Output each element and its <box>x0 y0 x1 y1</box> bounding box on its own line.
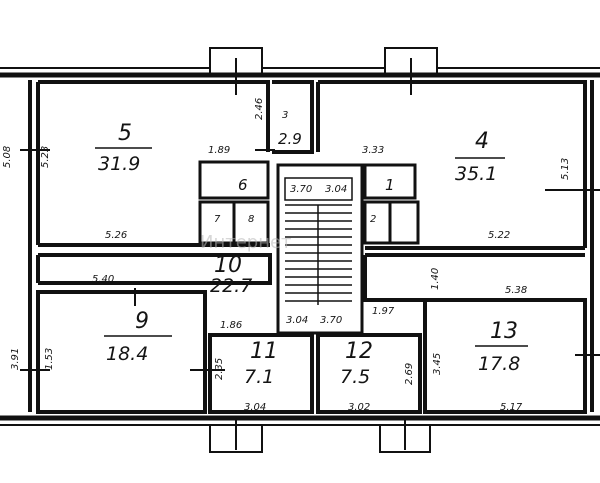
room-number: 9 <box>135 309 149 334</box>
dimension: 3.45 <box>432 353 443 375</box>
windows <box>209 47 438 453</box>
dimension: 5.40 <box>92 274 114 285</box>
room-area: 22.7 <box>210 275 252 297</box>
dimension: 3.70 <box>320 315 342 326</box>
room-area: 18.4 <box>106 343 148 365</box>
room-area: 7.1 <box>244 366 274 388</box>
dimension: 2.35 <box>214 358 225 380</box>
room-1: 1 <box>385 176 395 194</box>
dimension: 3.70 <box>290 184 312 195</box>
dimension: 2.46 <box>254 98 265 120</box>
room-6: 6 <box>238 176 248 194</box>
stairs <box>284 177 353 305</box>
dimension: 3.04 <box>244 402 266 413</box>
room-number: 7 <box>214 214 221 225</box>
room-number: 1 <box>385 176 395 194</box>
room-11: 11 7.1 <box>244 339 278 388</box>
dimension: 1.89 <box>208 145 230 156</box>
room-13: 13 17.8 <box>475 319 528 375</box>
dimension: 3.04 <box>325 184 347 195</box>
room-4: 4 35.1 <box>455 129 505 185</box>
dimension: 5.08 <box>2 146 13 168</box>
dimension: 3.02 <box>348 402 370 413</box>
room-area: 35.1 <box>455 163 497 185</box>
dimension: 5.38 <box>505 285 527 296</box>
dimension: 3.91 <box>10 348 21 370</box>
dimension: 1.53 <box>44 348 55 370</box>
dimension: 1.86 <box>220 320 242 331</box>
room-number: 6 <box>238 176 248 194</box>
room-number: 5 <box>118 121 132 146</box>
dimension: 1.40 <box>430 268 441 290</box>
room-area: 7.5 <box>340 366 370 388</box>
watermark: Интернет <box>200 232 292 253</box>
dimension: 5.17 <box>500 402 523 413</box>
room-number: 8 <box>248 214 254 225</box>
room-number: 3 <box>282 110 288 121</box>
room-number: 10 <box>214 253 242 278</box>
room-area: 17.8 <box>478 353 520 375</box>
room-area: 2.9 <box>278 130 302 148</box>
room-number: 4 <box>475 129 489 154</box>
room-10: 10 22.7 <box>210 253 252 297</box>
dimension: 5.13 <box>560 158 571 180</box>
room-3: 3 2.9 <box>278 110 302 148</box>
room-5: 5 31.9 <box>95 121 152 175</box>
room-number: 11 <box>250 339 278 364</box>
room-area: 31.9 <box>98 153 140 175</box>
dimension: 3.33 <box>362 145 384 156</box>
room-number: 13 <box>490 319 518 344</box>
room-12: 12 7.5 <box>340 339 373 388</box>
dimension-labels: 5.08 5.23 2.46 1.89 3.33 5.13 5.26 5.22 … <box>2 98 571 413</box>
dimension: 2.69 <box>404 363 415 385</box>
room-number: 2 <box>370 214 376 225</box>
dimension: 5.22 <box>488 230 510 241</box>
room-9: 9 18.4 <box>104 309 172 365</box>
dimension: 3.04 <box>286 315 308 326</box>
room-2: 2 <box>370 214 376 225</box>
room-7: 7 <box>214 214 221 225</box>
room-number: 12 <box>345 339 373 364</box>
dimension: 5.23 <box>40 146 51 168</box>
doors <box>20 149 600 371</box>
dimension: 5.26 <box>105 230 127 241</box>
room-8: 8 <box>248 214 254 225</box>
dimension: 1.97 <box>372 306 395 317</box>
